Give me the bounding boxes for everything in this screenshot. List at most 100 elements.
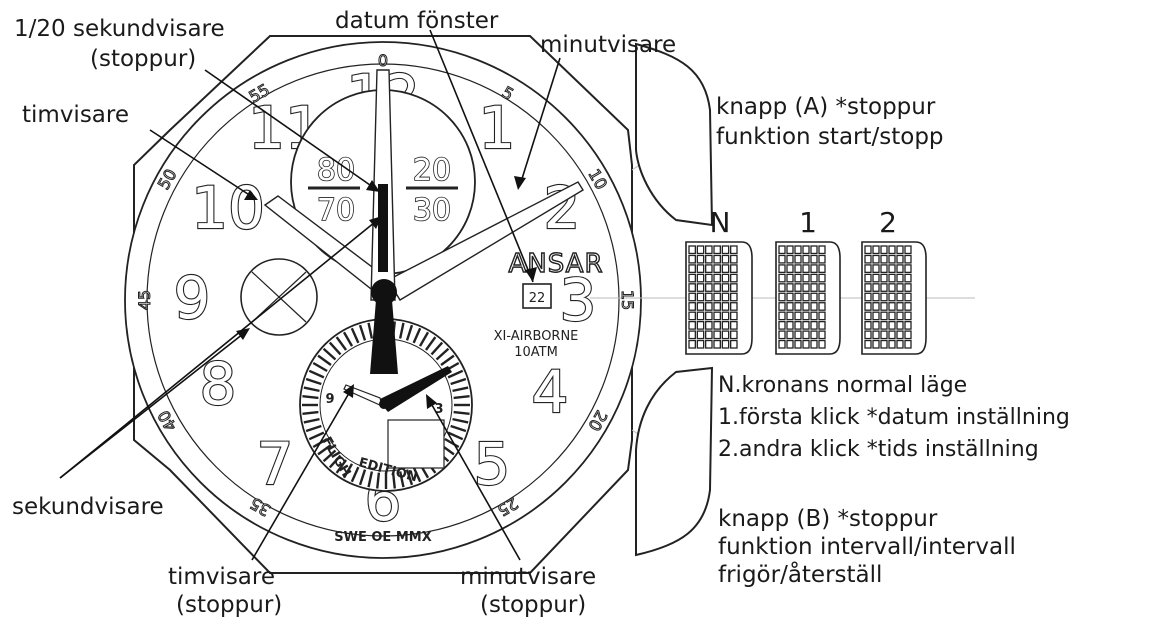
subdial-tick [342, 463, 354, 479]
crown-knurl [778, 311, 786, 321]
label-timvisare: timvisare [22, 102, 129, 128]
crown-knurl [810, 264, 818, 274]
crown-knurl [896, 245, 904, 255]
bottom-subdial-quadrant [387, 419, 445, 469]
subdial-tick [430, 341, 444, 356]
subdial-tick [447, 431, 464, 441]
crown-knurl [810, 245, 818, 255]
crown-knurl [904, 254, 912, 264]
crown-knurl [880, 264, 888, 274]
crown-position-label-1: 1 [799, 206, 817, 239]
crown-knurl [721, 339, 730, 349]
crown-knurl [721, 311, 730, 321]
crown-knurl [713, 283, 721, 292]
crown-knurl [904, 245, 912, 255]
crown-knurl [904, 264, 912, 274]
crown-knurl [880, 339, 888, 349]
crown-knurl [864, 302, 872, 311]
crown-knurl [872, 302, 880, 311]
crown-knurl [880, 292, 888, 302]
crown-knurl [688, 283, 696, 292]
subdial-tick [405, 324, 414, 341]
crown-knurl [896, 273, 904, 283]
crown-knurl [802, 254, 810, 264]
crown-knurl [794, 283, 802, 292]
crown-knurl [688, 254, 696, 264]
subdial-tick [308, 431, 325, 441]
label-minutvisare-stoppur-1: minutvisare [460, 564, 596, 590]
subdial-tick [405, 469, 414, 486]
date-window [522, 283, 552, 309]
subdial-tick [322, 347, 337, 361]
crown-knurl [705, 339, 713, 349]
subdial-tick [450, 377, 467, 386]
crown-knurl [872, 254, 880, 264]
crown-knurl [786, 330, 794, 340]
crown-knurl [713, 330, 721, 340]
crown-knurl [688, 320, 696, 330]
leader-sekundvisare-2 [59, 329, 249, 479]
crown-knurl [696, 330, 705, 340]
crown-knurl [872, 245, 880, 255]
crown-knurl [730, 292, 738, 302]
crown-knurl [880, 302, 888, 311]
crown-knurl [896, 254, 904, 264]
crown-knurl [872, 320, 880, 330]
hour-numeral-3: 3 [560, 266, 597, 334]
crown-knurl [904, 283, 912, 292]
crown-knurl [794, 254, 802, 264]
crown-knurl [896, 283, 904, 292]
subdial-tick [322, 449, 337, 463]
label-datum-fonster: datum fönster [335, 8, 499, 34]
crown-knurl [786, 292, 794, 302]
hour-numeral-9: 9 [174, 264, 211, 332]
crown-knurl [730, 264, 738, 274]
crown-knurl [696, 320, 705, 330]
crown-knurl [888, 292, 896, 302]
crown-knurl [696, 273, 705, 283]
crown-knurl [778, 245, 786, 255]
push-button-a [635, 42, 714, 227]
crown-knurl [888, 245, 896, 255]
crown-knurl [778, 339, 786, 349]
crown-1 [775, 241, 841, 355]
subdial-tick [367, 471, 374, 488]
crown-knurl [818, 292, 826, 302]
crown-knurl [872, 311, 880, 321]
label-minutvisare: minutvisare [540, 32, 676, 58]
crown-knurl [896, 320, 904, 330]
crown-knurl [705, 245, 713, 255]
crown-knurl [864, 311, 872, 321]
crown-position-label-2: 2 [879, 206, 897, 239]
crown-knurl [818, 264, 826, 274]
subdial-tick [440, 354, 455, 367]
subdial-tick [328, 454, 342, 469]
crown-knurl [864, 330, 872, 340]
label-timvisare-stoppur-2: (stoppur) [176, 592, 282, 618]
crown-knurl [872, 273, 880, 283]
crown-knurl [818, 320, 826, 330]
crown-knurl [802, 273, 810, 283]
crown-knurl [888, 273, 896, 283]
crown-knurl [778, 292, 786, 302]
crown-knurl [713, 302, 721, 311]
crown-outline [861, 241, 927, 355]
crown-knurl [880, 311, 888, 321]
leader-timvisare-stoppur [251, 387, 353, 561]
crown-knurl [810, 302, 818, 311]
crown-knurl [818, 273, 826, 283]
crown-knurl [794, 330, 802, 340]
crown-knurl [888, 264, 896, 274]
hour-numeral-7: 7 [257, 430, 294, 498]
crown-knurl [896, 339, 904, 349]
crown-knurl [730, 311, 738, 321]
crown-knurl [794, 320, 802, 330]
crown-knurl [864, 292, 872, 302]
subdial-tick [308, 369, 325, 379]
crown-knurl [696, 254, 705, 264]
subdial-tick [303, 417, 320, 424]
crown-knurl [896, 302, 904, 311]
crown-knurl [810, 320, 818, 330]
crown-knurl [730, 320, 738, 330]
crown-knurl [730, 302, 738, 311]
